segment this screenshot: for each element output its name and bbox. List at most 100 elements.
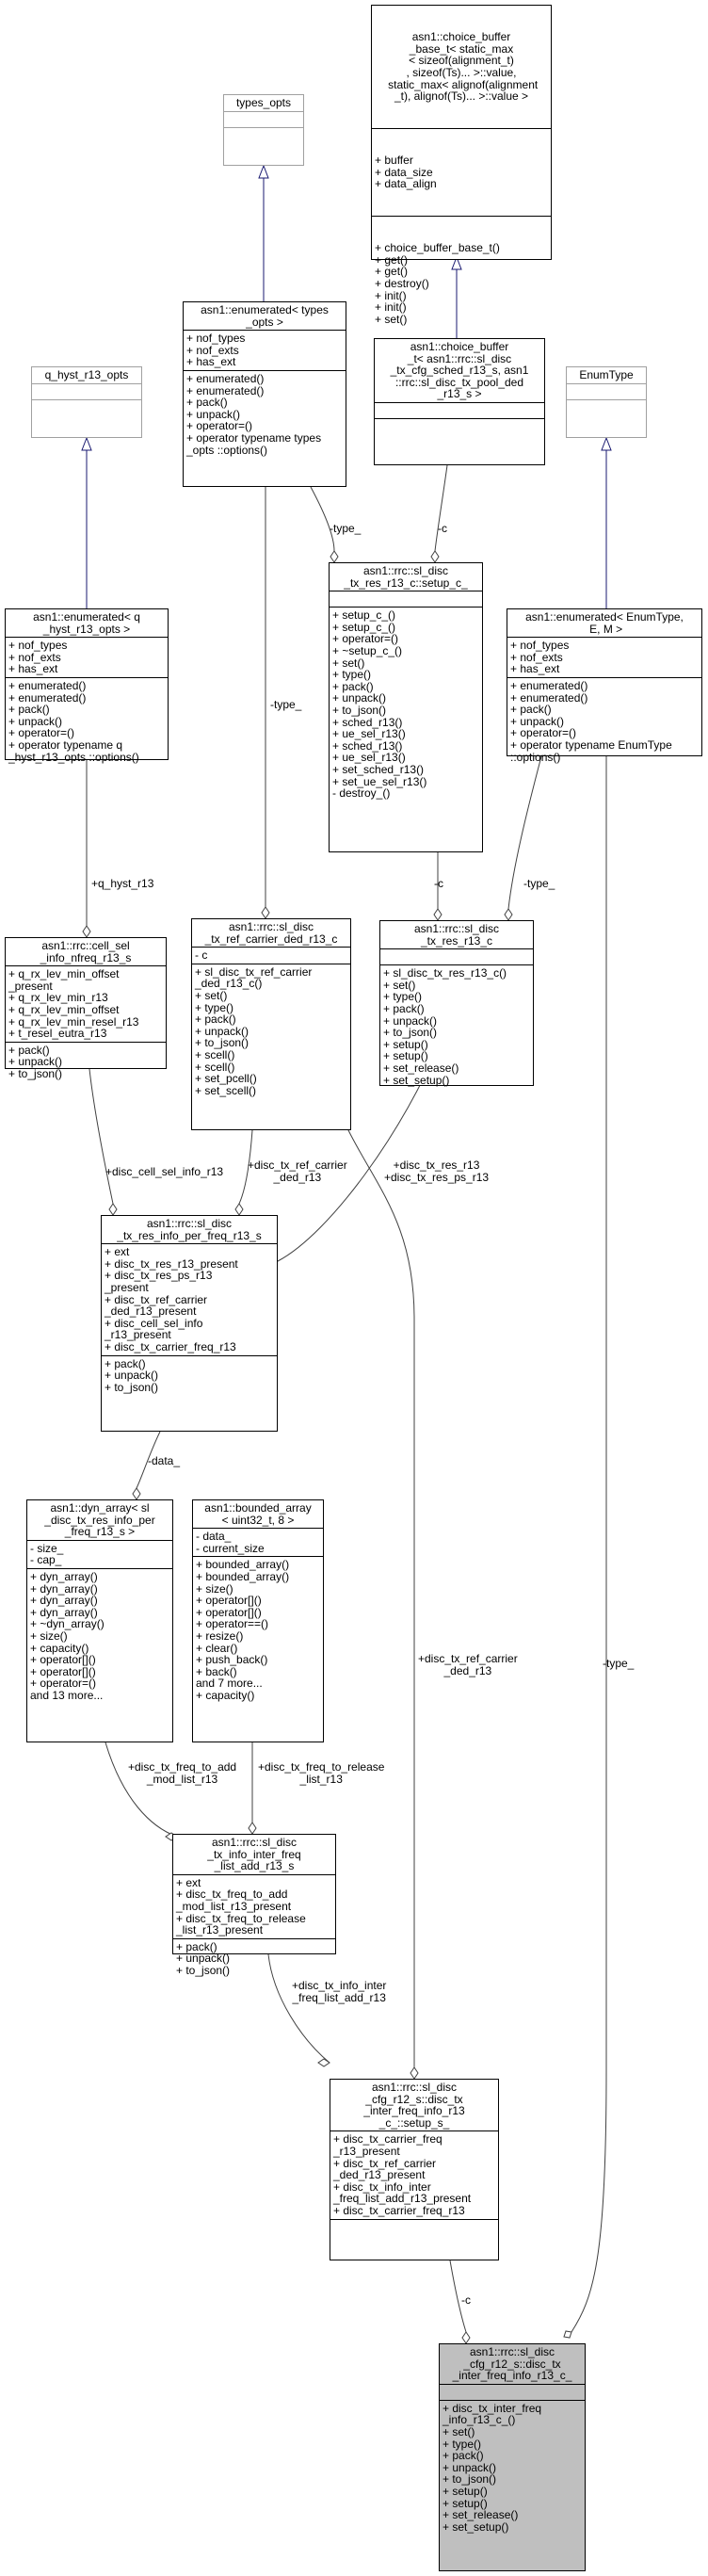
node-title: asn1::enumerated< types_opts > (201, 303, 329, 329)
node-attributes: + ext+ disc_tx_freq_to_add_mod_list_r13_… (173, 1873, 335, 1938)
arrowhead-q-hyst (81, 436, 92, 451)
node-title: asn1::rrc::sl_disc_tx_ref_carrier_ded_r1… (204, 920, 338, 946)
node-methods (567, 398, 646, 415)
diamond-dyn-array (132, 1487, 141, 1500)
node-title: asn1::enumerated< q_hyst_r13_opts > (33, 610, 140, 636)
node-methods: + enumerated()+ enumerated()+ pack()+ un… (6, 676, 168, 765)
class-choice-buffer-base[interactable]: asn1::choice_buffer_base_t< static_max< … (371, 5, 552, 325)
diamond-focus-c (461, 2331, 471, 2344)
node-title: asn1::bounded_array< uint32_t, 8 > (204, 1501, 312, 1527)
diamond-res-c-type (504, 908, 513, 921)
diamond-setup-c-type (330, 550, 339, 563)
class-disc-tx-inter-freq-info-focus[interactable]: asn1::rrc::sl_disc_cfg_r12_s::disc_tx_in… (439, 2343, 586, 2571)
class-dyn-array[interactable]: asn1::dyn_array< sl_disc_tx_res_info_per… (26, 1499, 173, 1742)
node-attributes (440, 2383, 585, 2400)
diamond-cell-sel (82, 925, 91, 938)
class-enum-type[interactable]: EnumType (566, 366, 647, 438)
class-q-hyst-opts[interactable]: q_hyst_r13_opts (31, 366, 142, 438)
diamond-setup-s-ref (410, 2066, 419, 2080)
class-tx-res-info-per-freq[interactable]: asn1::rrc::sl_disc_tx_res_info_per_freq_… (101, 1215, 278, 1432)
edge-cell-sel-to-info-per-freq (88, 1068, 114, 1205)
diamond-info-per-freq-ref (234, 1203, 244, 1216)
node-methods: + pack()+ unpack()+ to_json() (102, 1354, 277, 1396)
edge-label-type-setup: -type_ (330, 522, 362, 535)
class-cell-sel-info[interactable]: asn1::rrc::cell_sel_info_nfreq_r13_s + q… (5, 937, 167, 1079)
composition-diamonds (82, 550, 572, 2344)
node-title: asn1::dyn_array< sl_disc_tx_res_info_per… (44, 1501, 155, 1539)
edge-label-type-ref: -type_ (270, 698, 302, 711)
node-attributes: - data_- current_size (193, 1528, 323, 1556)
edge-label-ref-carrier: +disc_tx_ref_carrier_ded_r13 (248, 1158, 347, 1184)
node-title: types_opts (235, 96, 292, 109)
node-attributes: + nof_types+ nof_exts+ has_ext (507, 637, 701, 677)
edge-label-to-add: +disc_tx_freq_to_add_mod_list_r13 (128, 1760, 237, 1786)
node-methods: + bounded_array()+ bounded_array()+ size… (193, 1556, 323, 1703)
edge-label-c-res: -c (434, 877, 443, 890)
edge-info-per-freq-to-dyn-array (136, 1431, 161, 1489)
edge-choice-sl-to-setup-c (434, 464, 448, 552)
node-methods: + disc_tx_inter_freq_info_r13_c_()+ set(… (440, 2399, 585, 2535)
diamond-ref-carrier-type (261, 906, 270, 919)
edge-label-to-release: +disc_tx_freq_to_release_list_r13 (258, 1760, 385, 1786)
diamond-setup-c-c (430, 550, 440, 563)
edge-enum-types-to-setup-c (310, 486, 335, 552)
edge-label-info-inter: +disc_tx_info_inter_freq_list_add_r13 (292, 1979, 387, 2004)
diamond-setup-s-info (317, 2058, 330, 2067)
class-enumerated-types-opts[interactable]: asn1::enumerated< types_opts > + nof_typ… (183, 301, 346, 487)
node-methods: + choice_buffer_base_t()+ get()+ get()+ … (372, 216, 551, 351)
node-methods (224, 126, 303, 143)
class-choice-buffer-sl[interactable]: asn1::choice_buffer_t< asn1::rrc::sl_dis… (374, 338, 545, 465)
node-title: asn1::enumerated< EnumType, E, M > (525, 610, 684, 636)
class-enumerated-enumtype[interactable]: asn1::enumerated< EnumType, E, M > + nof… (507, 608, 702, 763)
diamond-res-c-c (433, 908, 442, 921)
edge-enumtype-to-res-c (507, 755, 542, 910)
node-attributes (32, 382, 141, 399)
inheritance-edges (86, 169, 607, 608)
node-attributes: + buffer+ data_size+ data_align (372, 127, 551, 216)
class-tx-res-r13-c[interactable]: asn1::rrc::sl_disc_tx_res_r13_c + sl_dis… (379, 920, 534, 1086)
node-title: asn1::rrc::cell_sel_info_nfreq_r13_s (40, 939, 132, 964)
edge-label-q-hyst: +q_hyst_r13 (91, 877, 154, 890)
node-methods: + enumerated()+ enumerated()+ pack()+ un… (507, 676, 701, 765)
node-attributes: + disc_tx_carrier_freq_r13_present+ disc… (330, 2130, 498, 2218)
node-methods (32, 398, 141, 415)
node-attributes: - c (192, 947, 350, 964)
class-setup-s[interactable]: asn1::rrc::sl_disc_cfg_r12_s::disc_tx_in… (330, 2079, 499, 2260)
diamond-focus-type (563, 2330, 572, 2339)
edge-dyn-array-to-tx-info (105, 1742, 178, 1838)
node-attributes: + nof_types+ nof_exts+ has_ext (6, 637, 168, 677)
node-title: EnumType (579, 368, 634, 381)
class-setup-c[interactable]: asn1::rrc::sl_disc_tx_res_r13_c::setup_c… (329, 562, 483, 852)
node-attributes (380, 948, 533, 964)
inheritance-arrowheads (81, 164, 612, 451)
class-tx-ref-carrier[interactable]: asn1::rrc::sl_disc_tx_ref_carrier_ded_r1… (191, 918, 351, 1130)
node-methods: + sl_disc_tx_res_r13_c()+ set()+ type()+… (380, 964, 533, 1088)
edge-label-res-ps: +disc_tx_res_r13+disc_tx_res_ps_r13 (384, 1158, 490, 1184)
edge-label-c-focus: -c (461, 2293, 471, 2307)
node-attributes: + nof_types+ nof_exts+ has_ext (184, 330, 346, 370)
node-methods: + dyn_array()+ dyn_array()+ dyn_array()+… (27, 1567, 172, 1704)
class-types-opts[interactable]: types_opts (223, 94, 304, 166)
node-title: asn1::rrc::sl_disc_cfg_r12_s::disc_tx_in… (452, 2345, 572, 2383)
node-methods (375, 417, 544, 434)
arrowhead-enumtype (601, 436, 612, 451)
node-attributes (330, 591, 482, 607)
class-enumerated-q-hyst[interactable]: asn1::enumerated< q_hyst_r13_opts > + no… (5, 608, 169, 763)
node-title: q_hyst_r13_opts (44, 368, 129, 381)
class-tx-info-inter-freq[interactable]: asn1::rrc::sl_disc_tx_info_inter_freq_li… (172, 1834, 336, 1976)
edge-enumtype-to-focus (571, 756, 607, 2333)
edge-ref-carrier-to-setup-s (347, 1129, 415, 2067)
node-attributes: - size_- cap_ (27, 1539, 172, 1568)
edge-label-ref-carrier-long: +disc_tx_ref_carrier_ded_r13 (418, 1652, 518, 1677)
node-methods (330, 2218, 498, 2235)
node-methods: + pack()+ unpack()+ to_json() (173, 1937, 335, 1979)
node-title: asn1::rrc::sl_disc_tx_res_info_per_freq_… (117, 1217, 262, 1242)
composition-edges (86, 464, 607, 2333)
class-bounded-array[interactable]: asn1::bounded_array< uint32_t, 8 > - dat… (192, 1499, 324, 1742)
node-methods: + setup_c_()+ setup_c_()+ operator=()+ ~… (330, 607, 482, 802)
node-title: asn1::choice_buffer_base_t< static_max< … (384, 30, 539, 104)
edge-ref-carrier-to-info-per-freq (238, 1129, 253, 1205)
diamond-info-per-freq-cell (108, 1203, 118, 1216)
node-attributes: + ext+ disc_tx_res_r13_present+ disc_tx_… (102, 1243, 277, 1354)
node-methods: + enumerated()+ enumerated()+ pack()+ un… (184, 369, 346, 458)
